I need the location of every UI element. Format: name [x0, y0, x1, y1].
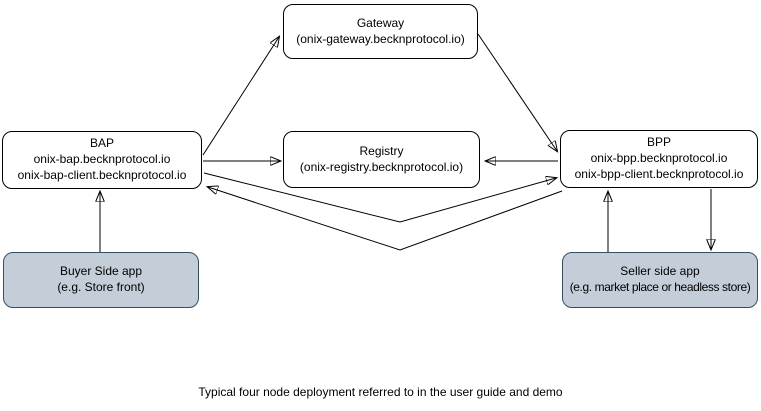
edge-bpp-to-bap-arrow: [208, 187, 563, 251]
bap-title: BAP: [89, 136, 114, 151]
registry-node: Registry (onix-registry.becknprotocol.io…: [283, 131, 480, 188]
edge-bap-to-gateway-arrow: [202, 37, 279, 156]
registry-title: Registry: [359, 143, 404, 158]
gateway-node: Gateway (onix-gateway.becknprotocol.io): [283, 4, 478, 59]
bap-node: BAP onix-bap.becknprotocol.io onix-bap-c…: [2, 131, 202, 189]
bap-client-hostname: onix-bap-client.becknprotocol.io: [17, 167, 187, 182]
buyer-app-node: Buyer Side app (e.g. Store front): [3, 252, 199, 308]
buyer-app-title: Buyer Side app: [59, 264, 143, 279]
gateway-title: Gateway: [356, 15, 405, 30]
registry-hostname: (onix-registry.becknprotocol.io): [299, 159, 464, 174]
buyer-app-subtitle: (e.g. Store front): [57, 280, 145, 294]
seller-app-title: Seller side app: [620, 264, 700, 279]
edge-gateway-to-bpp-arrow: [477, 33, 557, 151]
bpp-hostname: onix-bpp.becknprotocol.io: [590, 151, 728, 166]
seller-app-node: Seller side app (e.g. market place or he…: [562, 252, 758, 308]
diagram-caption: Typical four node deployment referred to…: [198, 385, 563, 399]
gateway-hostname: (onix-gateway.becknprotocol.io): [296, 31, 465, 46]
bpp-client-hostname: onix-bpp-client.becknprotocol.io: [574, 166, 744, 181]
bpp-node: BPP onix-bpp.becknprotocol.io onix-bpp-c…: [560, 130, 758, 188]
bap-hostname: onix-bap.becknprotocol.io: [33, 152, 171, 167]
bpp-title: BPP: [646, 135, 671, 150]
seller-app-subtitle: (e.g. market place or headless store): [569, 280, 751, 294]
